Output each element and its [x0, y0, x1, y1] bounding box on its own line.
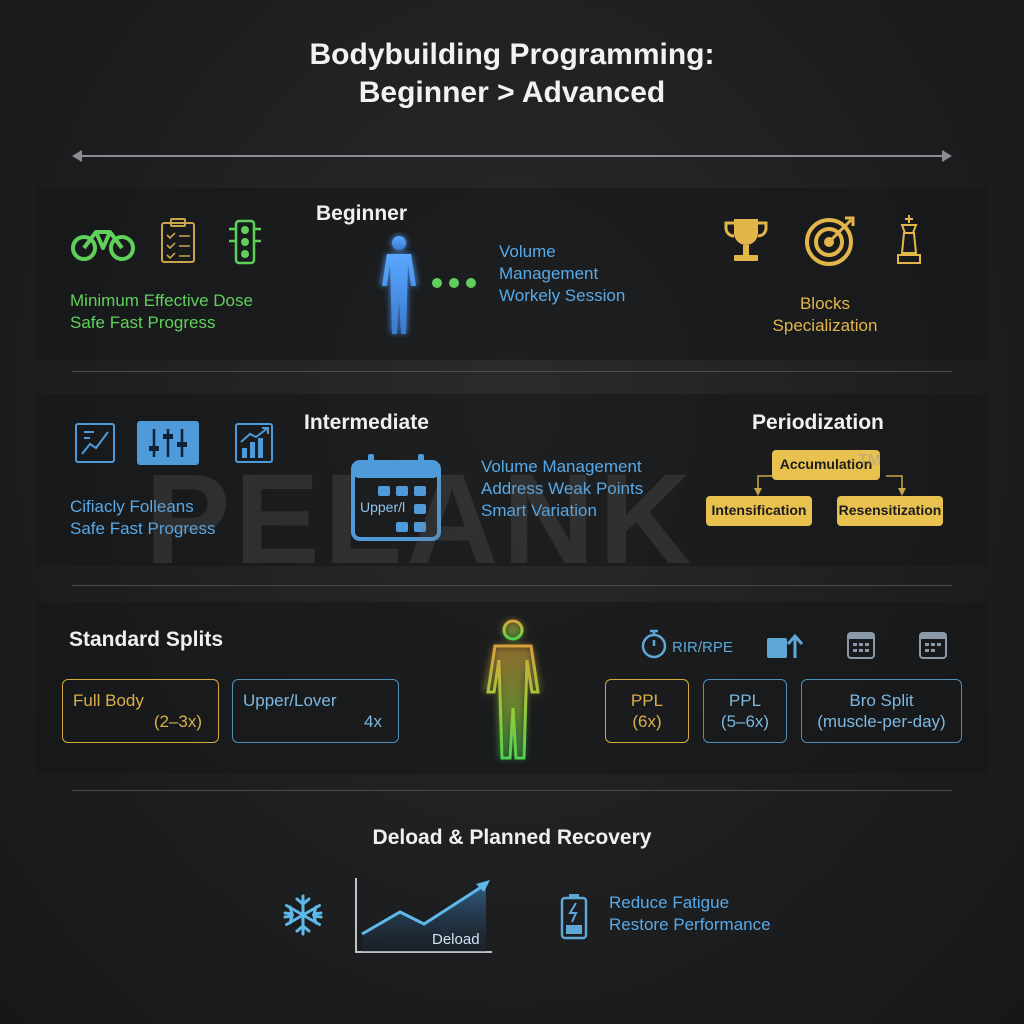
calendar-icon: [847, 632, 875, 659]
stopwatch-icon: [641, 629, 667, 659]
split-freq: (2–3x): [153, 712, 202, 731]
calendar-label: Upper/l: [360, 499, 406, 515]
periodization-connectors: [754, 475, 906, 496]
split-freq: (5–6x): [720, 712, 770, 731]
split-ppl-5-6x: PPL (5–6x): [703, 679, 787, 743]
watermark: PELANK: [145, 448, 696, 591]
beginner-left-text: Minimum Effective Dose Safe Fast Progres…: [70, 290, 253, 334]
split-name: Bro Split: [849, 691, 914, 710]
deload-chart-label: Deload: [432, 931, 480, 948]
calendar-icon: [351, 454, 441, 541]
calendar-icon: [919, 632, 947, 659]
beginner-middle-line: Workely Session: [499, 286, 626, 305]
deload-right-line: Restore Performance: [609, 915, 771, 934]
split-name: PPL: [630, 691, 664, 710]
splits-label: Standard Splits: [69, 628, 224, 651]
deload-chart-icon: [355, 878, 492, 953]
intermediate-left-text: Cifiacly Folleans Safe Fast Progress: [70, 496, 216, 540]
beginner-label: Beginner: [316, 202, 408, 225]
intermediate-middle-line: Address Weak Points: [481, 479, 644, 498]
split-freq: (muscle-per-day): [817, 712, 946, 731]
split-name: Full Body: [73, 691, 144, 710]
trophy-icon: [724, 219, 768, 261]
progression-icon: [767, 633, 804, 658]
split-freq: 4x: [364, 712, 382, 731]
phase-accumulation: Accumulation: [772, 450, 880, 480]
beginner-right-line: Specialization: [772, 316, 878, 335]
target-icon: [805, 216, 855, 266]
beginner-middle-line: Management: [499, 264, 599, 283]
battery-icon: [560, 894, 588, 940]
intermediate-left-line: Safe Fast Progress: [70, 519, 216, 538]
divider: [72, 371, 952, 372]
beginner-panel: [36, 188, 988, 360]
snowflake-icon: [283, 894, 323, 936]
split-bro: Bro Split (muscle-per-day): [801, 679, 962, 743]
beginner-right-line: Blocks: [799, 294, 851, 313]
beginner-left-line: Minimum Effective Dose: [70, 291, 253, 310]
progression-arrow: [72, 150, 952, 162]
intermediate-middle-text: Volume Management Address Weak Points Sm…: [481, 456, 643, 522]
intermediate-label: Intermediate: [304, 411, 429, 434]
deload-label: Deload & Planned Recovery: [372, 826, 652, 849]
title-line-1: Bodybuilding Programming:: [309, 38, 715, 71]
chess-icon: [897, 215, 921, 264]
split-upper-lower: Upper/Lover 4x: [232, 679, 399, 743]
deload-right-line: Reduce Fatigue: [609, 893, 730, 912]
split-ppl-6x: PPL (6x): [605, 679, 689, 743]
clipboard-icon: [161, 218, 195, 263]
divider: [72, 585, 952, 586]
chart-board-icon: [75, 423, 115, 463]
intermediate-left-line: Cifiacly Folleans: [70, 497, 194, 516]
phase-intensification: Intensification: [706, 496, 812, 526]
split-full-body: Full Body (2–3x): [62, 679, 219, 743]
rir-rpe-label: RIR/RPE: [672, 639, 733, 656]
figure-icon: [484, 619, 540, 760]
dots-icon: [432, 278, 476, 288]
figure-icon: [380, 235, 418, 334]
beginner-middle-text: Volume Management Workely Session: [499, 241, 625, 307]
divider: [72, 790, 952, 791]
split-name: Upper/Lover: [243, 691, 337, 710]
traffic-light-icon: [229, 219, 261, 265]
periodization-label: Periodization: [752, 411, 884, 434]
split-freq: (6x): [632, 712, 662, 731]
sliders-icon: [137, 421, 199, 465]
growth-chart-icon: [235, 423, 273, 463]
deload-right-text: Reduce Fatigue Restore Performance: [609, 892, 771, 936]
title-line-2: Beginner > Advanced: [358, 76, 666, 109]
bike-icon: [71, 230, 135, 261]
watermark-tm: TM: [858, 452, 882, 469]
split-name: PPL: [728, 691, 762, 710]
beginner-right-text: Blocks Specialization: [740, 293, 910, 337]
beginner-left-line: Safe Fast Progress: [70, 313, 216, 332]
beginner-middle-line: Volume: [499, 242, 556, 261]
page-title: Bodybuilding Programming: Beginner > Adv…: [0, 36, 1024, 112]
intermediate-middle-line: Volume Management: [481, 457, 642, 476]
phase-resensitization: Resensitization: [837, 496, 943, 526]
intermediate-middle-line: Smart Variation: [481, 501, 597, 520]
